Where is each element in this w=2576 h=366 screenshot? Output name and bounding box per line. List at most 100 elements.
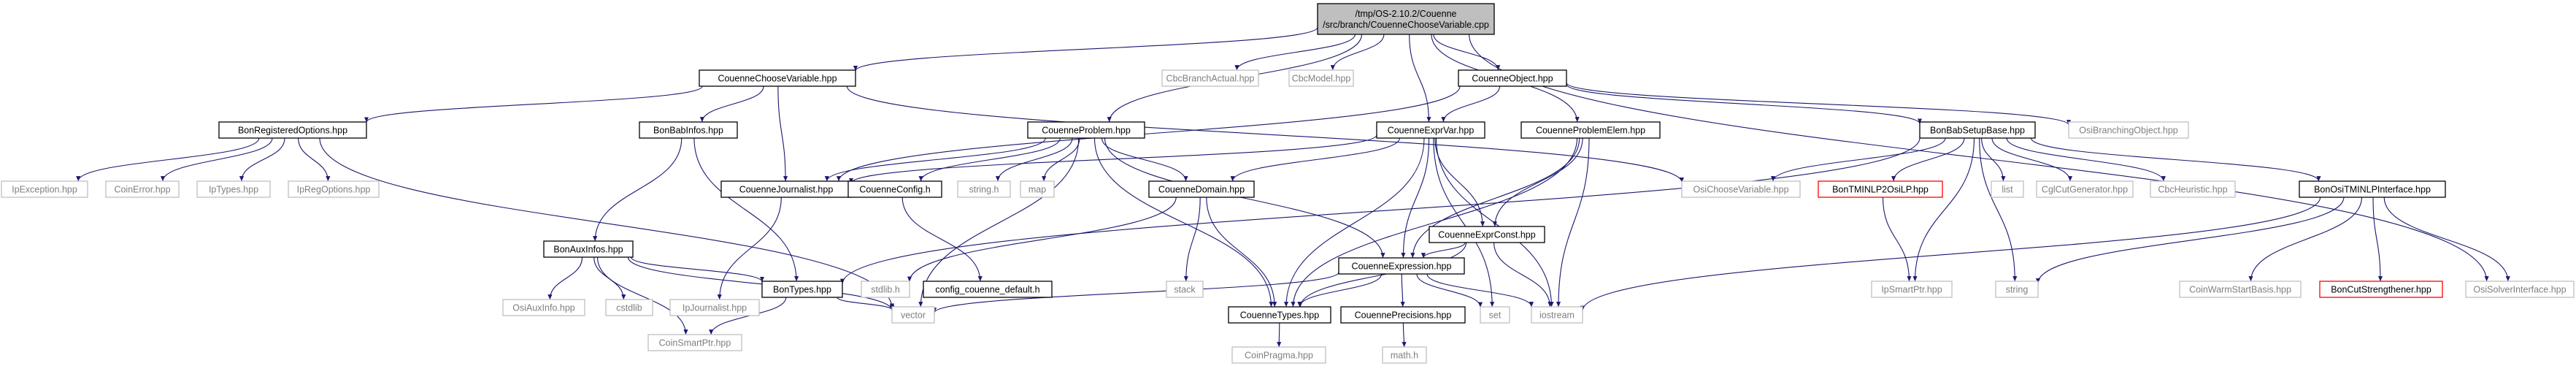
- node-osibo[interactable]: OsiBranchingObject.hpp: [2068, 121, 2189, 139]
- edge-brop-to-coinerr: [160, 137, 273, 182]
- node-brop[interactable]: BonRegisteredOptions.hpp: [218, 121, 367, 139]
- node-box-osibo: [2068, 121, 2189, 139]
- node-list[interactable]: list: [1991, 180, 2024, 198]
- node-cbcba[interactable]: CbcBranchActual.hpp: [1161, 69, 1259, 87]
- node-cbcheur[interactable]: CbcHeuristic.hpp: [2150, 180, 2236, 198]
- node-box-stack: [1166, 281, 1204, 298]
- node-cstdlib[interactable]: cstdlib: [605, 299, 653, 316]
- node-label-cobj: CouenneObject.hpp: [1472, 73, 1553, 83]
- node-cutstr[interactable]: BonCutStrengthener.hpp: [2319, 281, 2443, 298]
- edge-cexprvar-to-cexprconst: [1434, 137, 1485, 227]
- node-vector[interactable]: vector: [891, 306, 935, 324]
- edge-cexprconst-to-iostream: [1493, 242, 1553, 308]
- node-label-cprob: CouenneProblem.hpp: [1042, 125, 1131, 135]
- node-box-coinerr: [105, 180, 180, 198]
- node-label-tminlp2osi: BonTMINLP2OsiLP.hpp: [1832, 184, 1929, 194]
- node-osichoose[interactable]: OsiChooseVariable.hpp: [1681, 180, 1801, 198]
- node-osiaux[interactable]: OsiAuxInfo.hpp: [502, 299, 585, 316]
- node-label-osiaux: OsiAuxInfo.hpp: [512, 302, 575, 313]
- node-box-root: [1317, 3, 1495, 35]
- node-cobj[interactable]: CouenneObject.hpp: [1458, 69, 1567, 87]
- node-cpelem[interactable]: CouenneProblemElem.hpp: [1520, 121, 1661, 139]
- edge-cprob-to-stringh: [995, 137, 1073, 182]
- node-string[interactable]: string: [1995, 281, 2039, 298]
- node-cglcut[interactable]: CglCutGenerator.hpp: [2036, 180, 2134, 198]
- node-label-ipjournal: IpJournalist.hpp: [683, 302, 747, 313]
- edge-bbsb-to-ipsmart: [1912, 137, 1975, 282]
- node-label-root: /tmp/OS-2.10.2/Couenne: [1356, 9, 1457, 19]
- node-coinerr[interactable]: CoinError.hpp: [105, 180, 180, 198]
- node-cexprconst[interactable]: CouenneExprConst.hpp: [1429, 226, 1545, 243]
- node-cfgdefault[interactable]: config_couenne_default.h: [923, 281, 1053, 298]
- node-iostream[interactable]: iostream: [1531, 306, 1583, 324]
- edge-ositminlp-to-string: [2035, 197, 2345, 283]
- edge-ositminlp-to-osisolver: [2383, 197, 2510, 282]
- node-label-osisolver: OsiSolverInterface.hpp: [2473, 284, 2566, 294]
- node-label-coinpragma: CoinPragma.hpp: [1245, 350, 1313, 360]
- node-box-cprob: [1027, 121, 1145, 139]
- node-cexpr[interactable]: CouenneExpression.hpp: [1338, 257, 1465, 275]
- node-box-bontypes: [761, 281, 843, 298]
- edge-root-to-cobj: [1433, 34, 1501, 71]
- node-cprob[interactable]: CouenneProblem.hpp: [1027, 121, 1145, 139]
- edge-auxinfo-to-coinsmart: [596, 256, 688, 335]
- edge-cexprvar-to-ctypes: [1283, 137, 1425, 308]
- node-ctypes[interactable]: CouenneTypes.hpp: [1228, 306, 1331, 324]
- node-label-coinerr: CoinError.hpp: [114, 184, 170, 194]
- node-cdomain[interactable]: CouenneDomain.hpp: [1148, 180, 1255, 198]
- edge-cexprvar-to-iostream: [1435, 137, 1554, 308]
- edge-cobj-to-osibo: [1566, 82, 2071, 126]
- node-tminlp2osi[interactable]: BonTMINLP2OsiLP.hpp: [1818, 180, 1943, 198]
- node-coinsmart[interactable]: CoinSmartPtr.hpp: [647, 334, 742, 351]
- node-coinwarm[interactable]: CoinWarmStartBasis.hpp: [2179, 281, 2302, 298]
- node-set[interactable]: set: [1480, 306, 1510, 324]
- node-ipreg[interactable]: IpRegOptions.hpp: [288, 180, 380, 198]
- node-osisolver[interactable]: OsiSolverInterface.hpp: [2465, 281, 2575, 298]
- edge-cpelem-to-cexprconst: [1492, 137, 1583, 227]
- edge-babinfo-to-bontypes: [693, 137, 799, 282]
- node-stringh[interactable]: string.h: [957, 180, 1011, 198]
- node-cconfig[interactable]: CouenneConfig.h: [847, 180, 942, 198]
- node-cbcmodel[interactable]: CbcModel.hpp: [1288, 69, 1354, 87]
- node-box-bbsb: [1919, 121, 2036, 139]
- node-bontypes[interactable]: BonTypes.hpp: [761, 281, 843, 298]
- edge-ccv-to-babinfo: [699, 85, 764, 123]
- node-auxinfo[interactable]: BonAuxInfos.hpp: [543, 240, 634, 258]
- edge-cexprvar-to-cdomain: [1230, 137, 1400, 182]
- node-ositminlp[interactable]: BonOsiTMINLPInterface.hpp: [2299, 180, 2446, 198]
- node-cexprvar[interactable]: CouenneExprVar.hpp: [1376, 121, 1485, 139]
- node-ipexc[interactable]: IpException.hpp: [1, 180, 88, 198]
- node-label-ctypes: CouenneTypes.hpp: [1240, 310, 1319, 320]
- node-ipjournal[interactable]: IpJournalist.hpp: [669, 299, 760, 316]
- node-label-osibo: OsiBranchingObject.hpp: [2079, 125, 2178, 135]
- node-box-cexprvar: [1376, 121, 1485, 139]
- node-bbsb[interactable]: BonBabSetupBase.hpp: [1919, 121, 2036, 139]
- node-mathh[interactable]: math.h: [1382, 346, 1427, 364]
- node-box-cexprconst: [1429, 226, 1545, 243]
- node-label-cpelem: CouenneProblemElem.hpp: [1536, 125, 1645, 135]
- node-cprec[interactable]: CouennePrecisions.hpp: [1340, 306, 1466, 324]
- node-box-cprec: [1340, 306, 1466, 324]
- node-stdlib[interactable]: stdlib.h: [861, 281, 910, 298]
- node-label-coinwarm: CoinWarmStartBasis.hpp: [2189, 284, 2291, 294]
- node-stack[interactable]: stack: [1166, 281, 1204, 298]
- node-babinfo[interactable]: BonBabInfos.hpp: [639, 121, 738, 139]
- node-label-stack: stack: [1174, 284, 1196, 294]
- node-box-ipsmart: [1871, 281, 1953, 298]
- edge-cprob-to-ctypes: [1093, 137, 1274, 308]
- edge-ositminlp-to-cutstr: [2372, 197, 2383, 282]
- node-box-osichoose: [1681, 180, 1801, 198]
- edge-cexpr-to-vector: [932, 272, 1339, 313]
- node-box-cdomain: [1148, 180, 1255, 198]
- edge-ccv-to-cjournal: [777, 85, 788, 182]
- node-map[interactable]: map: [1020, 180, 1055, 198]
- edge-cobj-to-cjournal: [837, 85, 1461, 182]
- node-ccv[interactable]: CouenneChooseVariable.hpp: [699, 69, 856, 87]
- node-coinpragma[interactable]: CoinPragma.hpp: [1231, 346, 1326, 364]
- edge-cprob-to-cdomain: [1101, 137, 1188, 182]
- node-box-cbcheur: [2150, 180, 2236, 198]
- node-ipsmart[interactable]: IpSmartPtr.hpp: [1871, 281, 1953, 298]
- node-box-mathh: [1382, 346, 1427, 364]
- node-iptypes[interactable]: IpTypes.hpp: [196, 180, 271, 198]
- node-cjournal[interactable]: CouenneJournalist.hpp: [720, 180, 852, 198]
